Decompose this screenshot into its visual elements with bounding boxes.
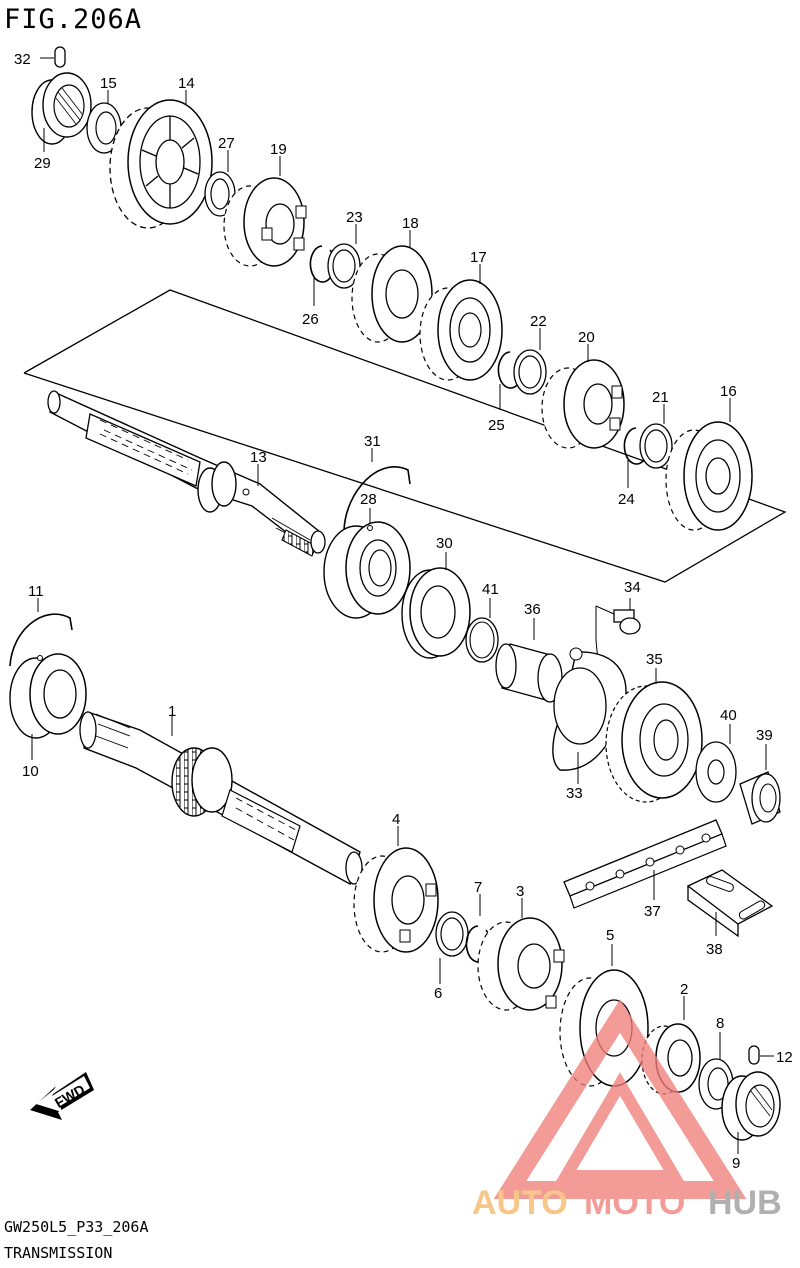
part-40-washer <box>695 724 737 803</box>
callout-38: 38 <box>706 941 723 958</box>
part-37-drive-chain <box>563 819 727 909</box>
callout-18: 18 <box>402 215 419 232</box>
callout-26: 26 <box>302 311 319 328</box>
callout-12: 12 <box>776 1049 793 1066</box>
fwd-arrow-icon: FWD <box>30 1072 94 1120</box>
part-35-sprocket <box>605 668 703 803</box>
part-14-gear <box>109 90 213 229</box>
part-38-chain-joint <box>686 869 774 938</box>
part-9-needle-bearing <box>721 1071 781 1154</box>
callout-4: 4 <box>392 811 400 828</box>
model-code: GW250L5_P33_206A <box>4 1218 149 1236</box>
part-11-circlip <box>9 598 73 667</box>
part-19-gear <box>223 156 307 267</box>
part-5-gear <box>559 944 649 1087</box>
part-27-washer <box>204 150 236 217</box>
part-16-gear <box>665 398 753 531</box>
part-10-bearing <box>9 653 87 760</box>
part-17-gear <box>419 264 503 381</box>
callout-34: 34 <box>624 579 641 596</box>
part-4-gear <box>353 826 439 953</box>
callout-36: 36 <box>524 601 541 618</box>
callout-32: 32 <box>14 51 31 68</box>
callout-39: 39 <box>756 727 773 744</box>
part-15-washer <box>86 90 122 154</box>
part-6-washer <box>435 911 469 984</box>
part-22-washer <box>513 328 547 395</box>
callout-27: 27 <box>218 135 235 152</box>
part-21-washer <box>639 404 673 469</box>
figure-title: FIG.206A <box>4 4 143 35</box>
callout-10: 10 <box>22 763 39 780</box>
callout-20: 20 <box>578 329 595 346</box>
part-36-spacer <box>495 618 563 703</box>
part-29-needle-bearing <box>31 72 92 152</box>
callout-9: 9 <box>732 1155 740 1172</box>
callout-29: 29 <box>34 155 51 172</box>
countershaft-group-outline <box>23 289 787 583</box>
callout-11: 11 <box>28 583 44 600</box>
callout-14: 14 <box>178 75 195 92</box>
callout-25: 25 <box>488 417 505 434</box>
callout-23: 23 <box>346 209 363 226</box>
callout-3: 3 <box>516 883 524 900</box>
callout-24: 24 <box>618 491 635 508</box>
callout-40: 40 <box>720 707 737 724</box>
part-3-gear <box>477 898 565 1011</box>
part-28-bearing <box>323 508 411 619</box>
part-12-pin <box>748 1045 774 1065</box>
part-20-gear <box>541 344 625 449</box>
callout-8: 8 <box>716 1015 724 1032</box>
callout-41: 41 <box>482 581 499 598</box>
watermark-triangle-icon <box>493 999 747 1199</box>
callout-2: 2 <box>680 981 688 998</box>
section-title: TRANSMISSION <box>4 1244 113 1262</box>
callout-5: 5 <box>606 927 614 944</box>
callout-31: 31 <box>364 433 381 450</box>
callout-21: 21 <box>652 389 669 406</box>
part-32-pin <box>40 46 66 68</box>
callout-7: 7 <box>474 879 482 896</box>
part-30-retainer <box>401 552 471 659</box>
callout-1: 1 <box>168 703 176 720</box>
part-34-bolt <box>595 598 641 663</box>
callout-33: 33 <box>566 785 583 802</box>
callout-30: 30 <box>436 535 453 552</box>
callout-35: 35 <box>646 651 663 668</box>
watermark-moto: MOTO <box>584 1184 685 1222</box>
callout-13: 13 <box>250 449 267 466</box>
automotohub-watermark: AUTO MOTO HUB <box>472 999 782 1222</box>
part-13-countershaft <box>47 390 326 557</box>
part-18-gear <box>351 230 433 343</box>
callout-28: 28 <box>360 491 377 508</box>
callout-22: 22 <box>530 313 547 330</box>
part-1-main-shaft <box>79 711 363 886</box>
part-31-circlip <box>343 448 411 531</box>
part-39-nut <box>739 744 781 825</box>
watermark-auto: AUTO <box>472 1184 568 1222</box>
callout-labels: 1 2 3 4 5 6 7 8 9 10 11 12 13 14 15 16 1… <box>14 51 793 1172</box>
callout-16: 16 <box>720 383 737 400</box>
part-41-o-ring <box>465 598 499 663</box>
callout-19: 19 <box>270 141 287 158</box>
callout-37: 37 <box>644 903 661 920</box>
watermark-hub: HUB <box>708 1184 782 1222</box>
callout-6: 6 <box>434 985 442 1002</box>
callout-15: 15 <box>100 75 117 92</box>
callout-17: 17 <box>470 249 487 266</box>
